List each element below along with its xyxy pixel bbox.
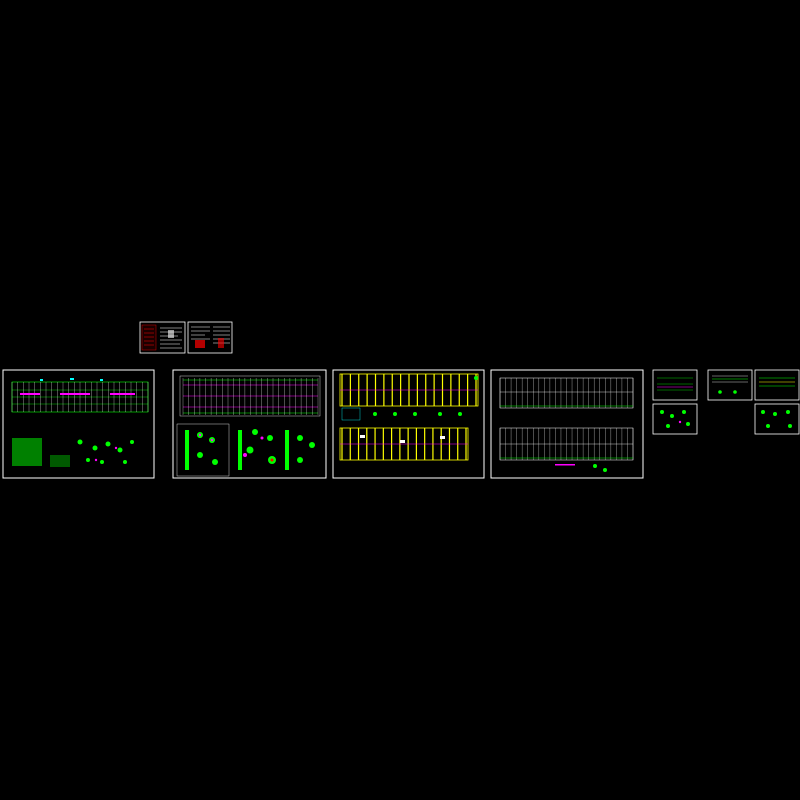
drawing-sheet-8[interactable] <box>754 369 800 401</box>
cover-sheet-a[interactable] <box>139 321 186 354</box>
drawing-sheet-5[interactable] <box>652 369 698 401</box>
drawing-sheet-1[interactable] <box>2 369 155 479</box>
drawing-sheet-9[interactable] <box>754 403 800 435</box>
drawing-sheet-6[interactable] <box>652 403 698 435</box>
drawing-sheet-4[interactable] <box>474 369 644 479</box>
drawing-sheet-3[interactable] <box>332 369 485 479</box>
drawing-sheet-7[interactable] <box>707 369 753 401</box>
drawing-sheet-2[interactable] <box>172 369 327 479</box>
cover-sheet-b[interactable] <box>187 321 233 354</box>
